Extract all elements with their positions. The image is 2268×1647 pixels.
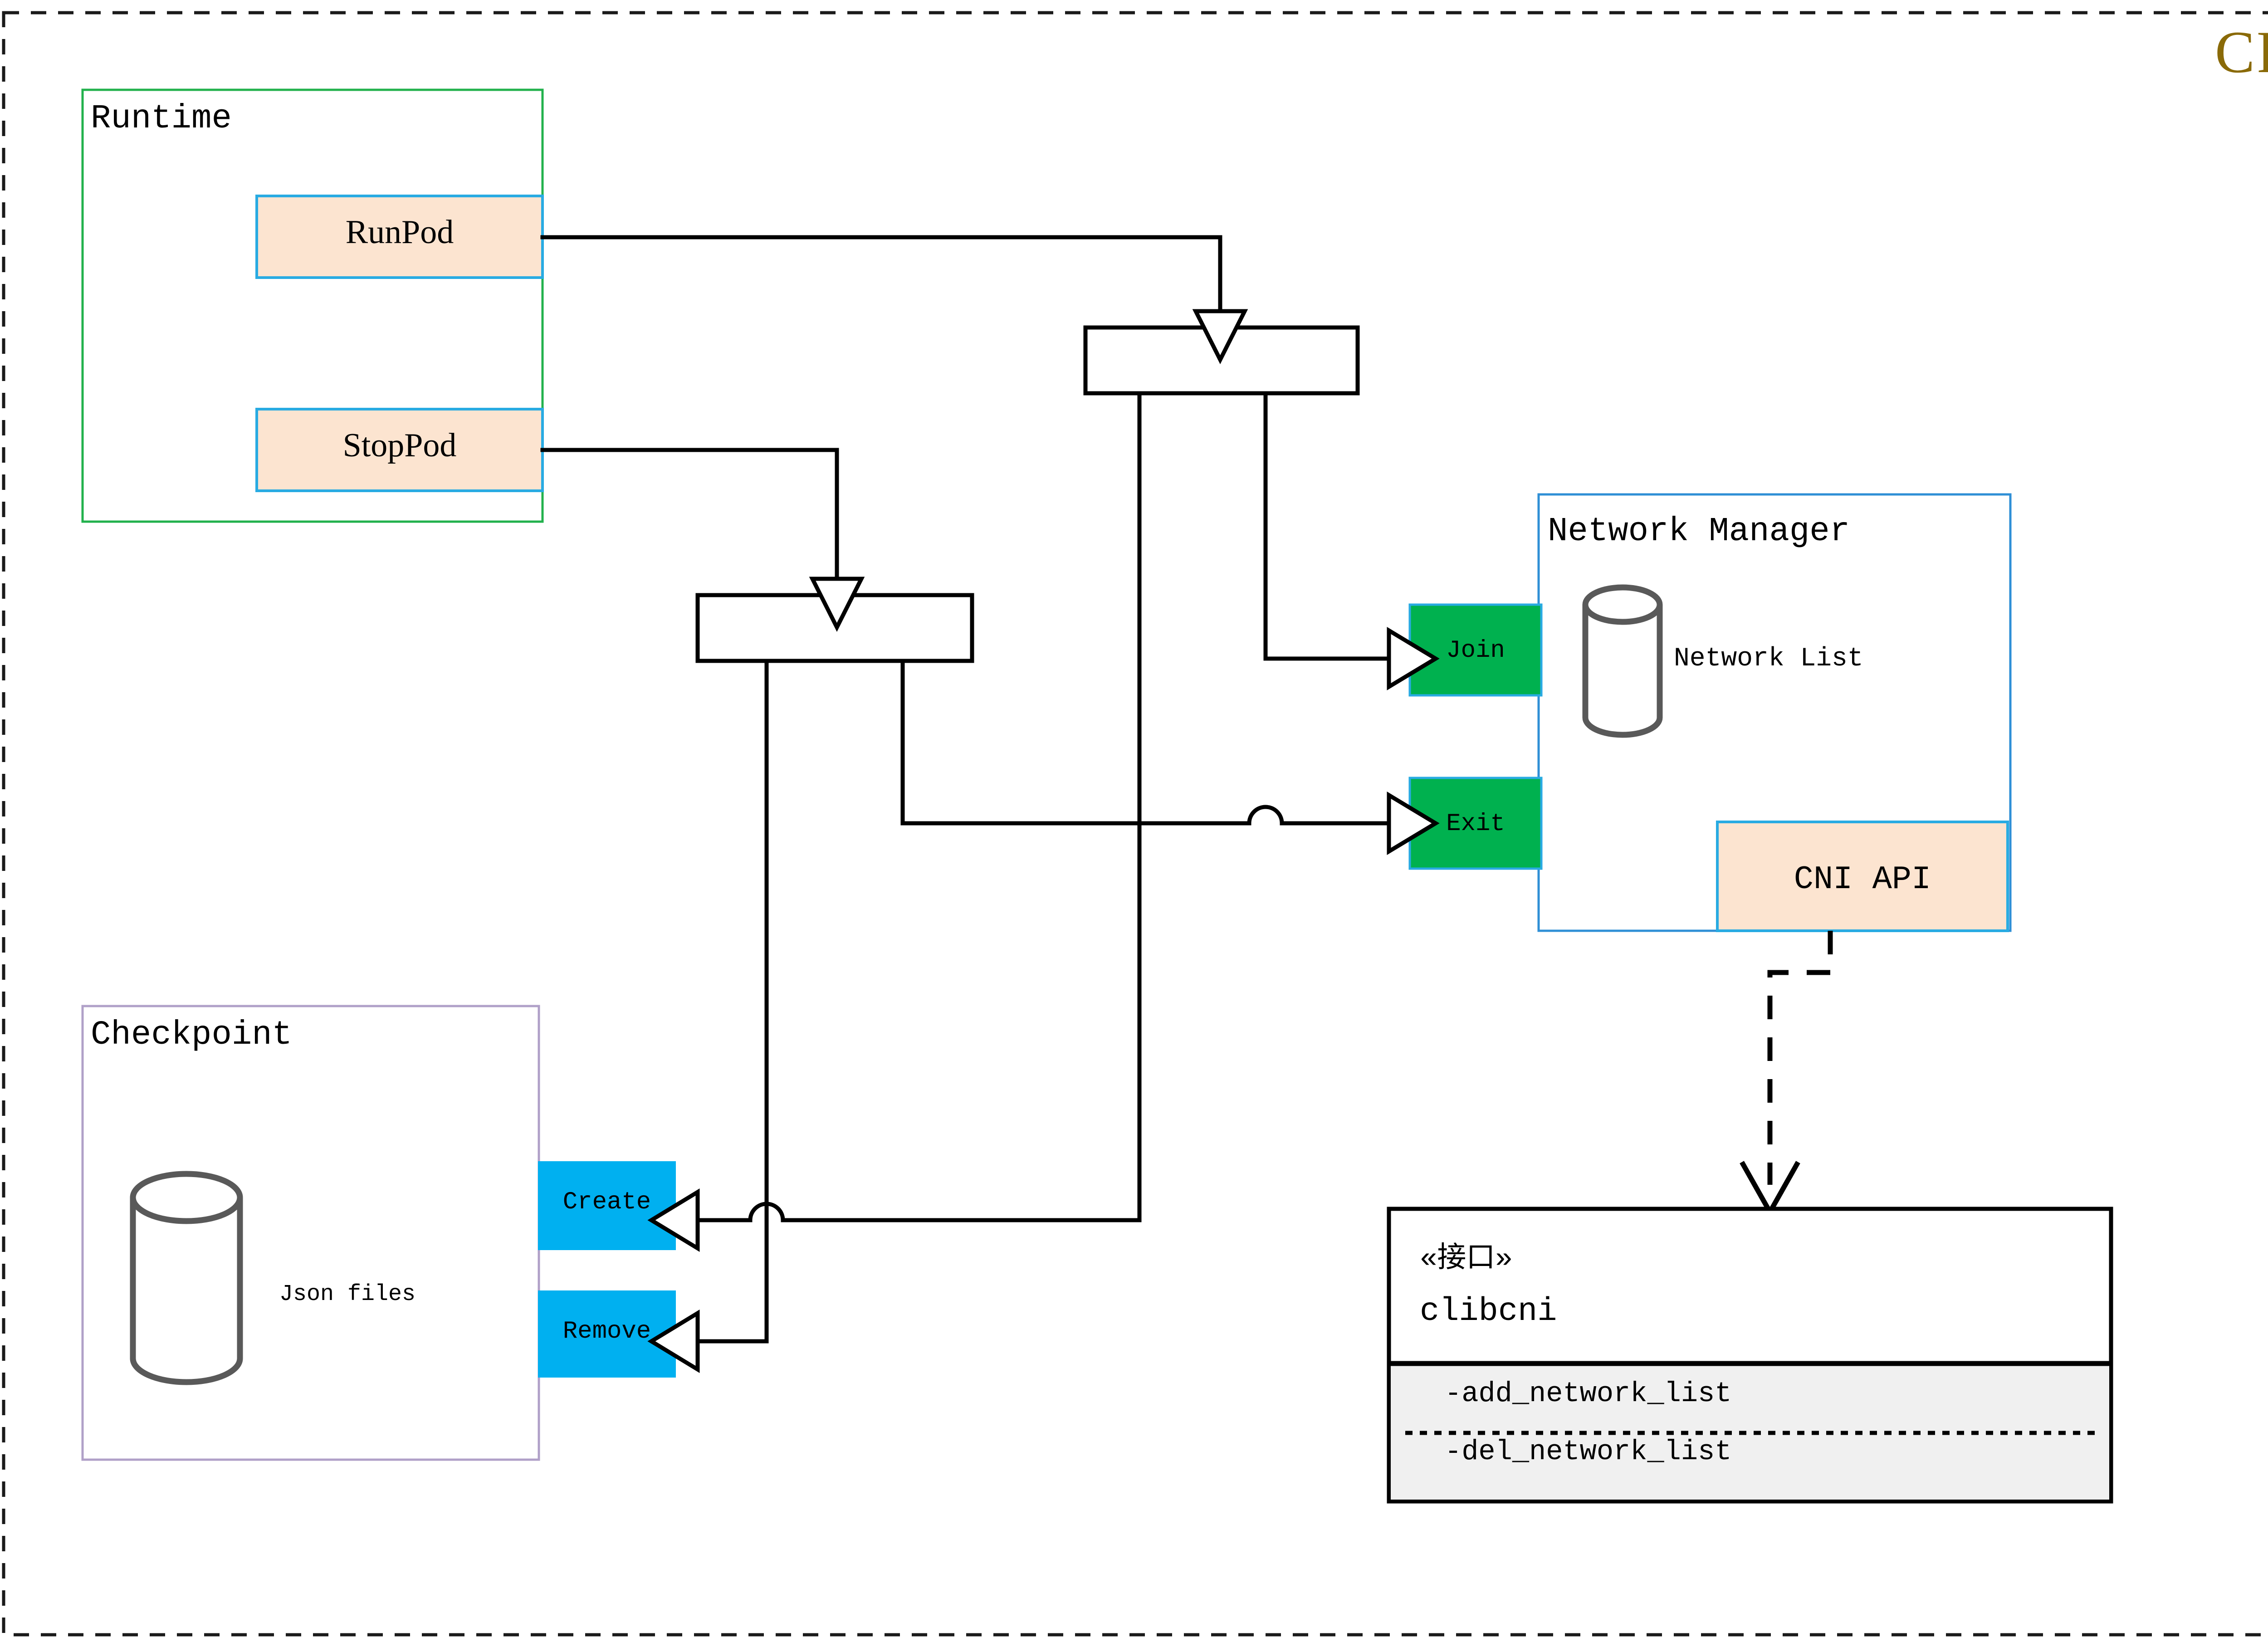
remove-label[interactable]: Remove	[562, 1318, 651, 1345]
line-hop-create	[748, 1202, 785, 1222]
json-files-label: Json files	[279, 1281, 416, 1307]
edge-fork1-right	[1263, 391, 1391, 661]
exit-port-label[interactable]: Exit	[1446, 810, 1505, 838]
edge-runpod-to-fork	[540, 235, 1222, 313]
network-list-cylinder	[1582, 584, 1663, 738]
clibcni-name: clibcni	[1420, 1293, 1557, 1330]
runpod-label[interactable]: RunPod	[345, 214, 454, 251]
network-manager-group-label: Network Manager	[1548, 513, 1850, 551]
clibcni-operation-1: -del_network_list	[1445, 1436, 1732, 1468]
edge-cniapi-to-clibcni	[1767, 931, 1833, 1185]
json-files-cylinder	[130, 1171, 243, 1385]
cni-api-label[interactable]: CNI API	[1794, 861, 1931, 898]
runtime-group-box	[81, 88, 544, 523]
join-port-box	[1408, 603, 1543, 697]
arrowhead-join	[1387, 627, 1440, 690]
arrowhead-fork2	[809, 577, 865, 632]
clibcni-operation-0: -add_network_list	[1445, 1378, 1732, 1410]
clibcni-stereotype: «接口»	[1420, 1243, 1513, 1276]
create-label[interactable]: Create	[562, 1188, 651, 1216]
arrowhead-fork1	[1192, 309, 1248, 364]
edge-stoppod-to-fork	[540, 448, 839, 581]
edge-fork2-left	[695, 659, 769, 1344]
network-list-label: Network List	[1674, 644, 1863, 674]
checkpoint-group-label: Checkpoint	[91, 1016, 293, 1054]
edge-fork2-right-to-exit	[900, 659, 1251, 826]
runtime-group-label: Runtime	[91, 100, 232, 138]
join-port-label[interactable]: Join	[1446, 637, 1505, 665]
line-hop-exit	[1247, 805, 1284, 826]
checkpoint-group-box	[81, 1005, 540, 1461]
arrowhead-remove	[647, 1309, 700, 1373]
outer-frame	[2, 11, 2268, 1637]
stoppod-box	[255, 408, 544, 492]
create-box	[538, 1161, 676, 1250]
remove-box	[538, 1290, 676, 1378]
arrowhead-create	[647, 1188, 700, 1252]
arrowhead-exit	[1387, 792, 1440, 855]
stoppod-label[interactable]: StopPod	[342, 427, 457, 464]
page-title: CRI	[2214, 19, 2268, 85]
cni-api-box	[1716, 821, 2009, 932]
